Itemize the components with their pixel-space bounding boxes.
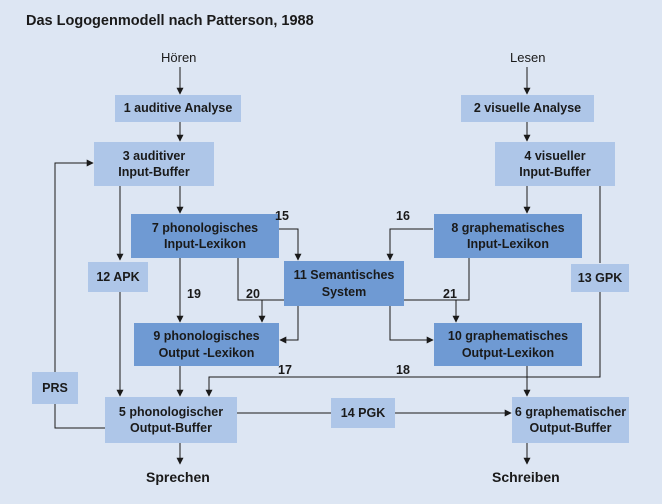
box-label: 13 GPK bbox=[577, 270, 623, 285]
arrow-graph-input-to-semantic bbox=[386, 228, 433, 261]
box-label-line2: Input-Buffer bbox=[519, 165, 591, 179]
box-label: 1 auditive Analyse bbox=[123, 101, 233, 116]
box-label-line1: 4 visueller bbox=[524, 148, 586, 163]
output-speak: Sprechen bbox=[146, 469, 210, 485]
box-pgk: 14 PGK bbox=[331, 398, 395, 428]
route-label-19: 19 bbox=[187, 287, 201, 301]
box-label-line1: 9 phonologisches bbox=[153, 329, 260, 344]
box-label-line1: 8 graphematisches bbox=[451, 220, 565, 235]
route-label-15: 15 bbox=[275, 209, 289, 223]
line-phon-buffer-to-prs bbox=[54, 404, 105, 429]
output-write: Schreiben bbox=[492, 469, 560, 485]
box-auditive-analyse: 1 auditive Analyse bbox=[115, 95, 241, 122]
box-label-line2: Output-Buffer bbox=[130, 421, 212, 435]
box-label-line1: 7 phonologisches bbox=[151, 220, 259, 235]
box-label-line1: 11 Semantisches bbox=[293, 268, 395, 283]
box-label: 14 PGK bbox=[340, 405, 386, 420]
route-label-17: 17 bbox=[278, 363, 292, 377]
arrow-gpk-to-phon-buffer bbox=[205, 292, 601, 397]
box-apk: 12 APK bbox=[88, 262, 148, 292]
box-visuelle-analyse: 2 visuelle Analyse bbox=[461, 95, 594, 122]
route-label-16: 16 bbox=[396, 209, 410, 223]
box-label-line2: Output-Lexikon bbox=[461, 345, 555, 360]
route-label-18: 18 bbox=[396, 363, 410, 377]
box-label-line2: Output -Lexikon bbox=[158, 345, 255, 360]
box-label-line2: System bbox=[321, 284, 367, 299]
box-label-line2: Input-Lexikon bbox=[164, 237, 246, 251]
diagram-title: Das Logogenmodell nach Patterson, 1988 bbox=[26, 13, 314, 29]
box-label-line1: 5 phonologischer bbox=[118, 404, 224, 419]
arrow-semantic-to-phon-output bbox=[279, 306, 299, 344]
route-label-21: 21 bbox=[443, 287, 457, 301]
box-label: 12 APK bbox=[96, 269, 140, 284]
box-label-line1: 10 graphematisches bbox=[447, 329, 569, 344]
route-label-20: 20 bbox=[246, 287, 260, 301]
box-label-line1: 6 graphematischer bbox=[514, 404, 627, 419]
arrow-phon-input-to-semantic bbox=[279, 228, 302, 261]
box-prs: PRS bbox=[32, 372, 78, 404]
input-hear: Hören bbox=[161, 50, 197, 65]
arrow-semantic-to-graph-output bbox=[389, 306, 434, 344]
arrow-prs-to-auditory-buffer bbox=[54, 159, 94, 372]
input-read: Lesen bbox=[510, 50, 546, 65]
box-label: PRS bbox=[42, 380, 68, 395]
box-label: 2 visuelle Analyse bbox=[473, 101, 582, 116]
box-label-line2: Output-Buffer bbox=[529, 421, 612, 435]
box-label-line1: 3 auditiver bbox=[122, 148, 186, 163]
box-gpk: 13 GPK bbox=[571, 264, 629, 292]
box-label-line2: Input-Lexikon bbox=[467, 237, 549, 251]
box-label-line2: Input-Buffer bbox=[118, 165, 190, 179]
